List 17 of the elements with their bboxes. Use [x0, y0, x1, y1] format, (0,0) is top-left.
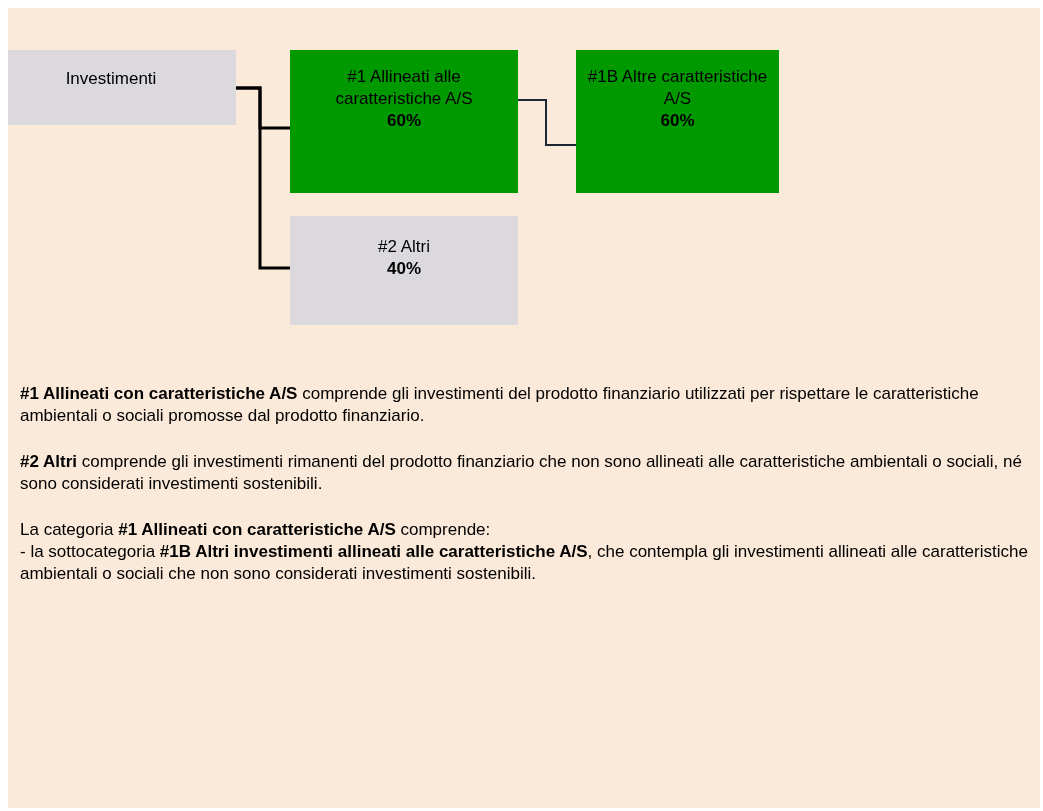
connector-line: [517, 99, 577, 146]
description-paragraph: - la sottocategoria #1B Altri investimenti allineati alle caratteristiche A/S, che contempla gli investimenti allineati alle caratteristiche ambientali o sociali che non sono considerati investimenti sostenibili.: [20, 541, 1029, 585]
category-name: #2 Altri: [378, 236, 430, 258]
category-box: [576, 50, 779, 193]
percentage-value: 40%: [387, 258, 421, 280]
category-box: [8, 50, 236, 125]
category-box: [290, 50, 518, 193]
percentage-value: 60%: [387, 110, 421, 132]
percentage-value: 60%: [660, 110, 695, 132]
description-paragraph: #1 Allineati con caratteristiche A/S comprende gli investimenti del prodotto finanziario utilizzati per rispettare le caratteristiche ambientali o sociali promosse dal prodotto finanziario.: [20, 383, 980, 427]
description-paragraph: #2 Altri comprende gli investimenti rimanenti del prodotto finanziario che non sono allineati alle caratteristiche ambientali o sociali, né sono considerati investimenti sostenibili.: [20, 451, 1023, 495]
category-name: #1 Allineati alle caratteristiche A/S: [334, 66, 474, 110]
description-paragraph: La categoria #1 Allineati con caratteristiche A/S comprende:: [20, 519, 492, 541]
category-box: [290, 216, 518, 325]
category-name: #1B Altre caratteristiche A/S: [586, 66, 769, 110]
category-name: Investimenti: [65, 68, 157, 90]
connector-line: [236, 86, 290, 270]
